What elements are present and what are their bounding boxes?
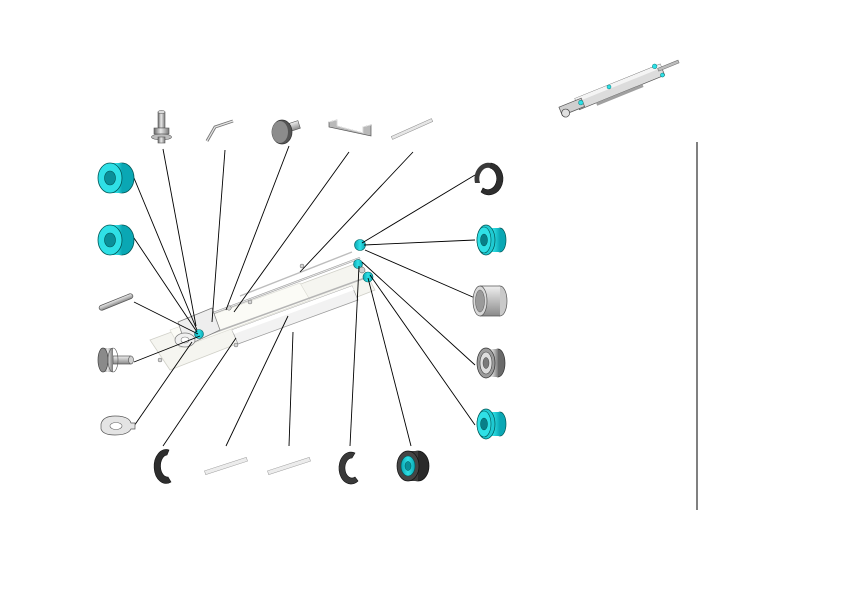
part-shoulder-bolt[interactable]: [97, 347, 134, 373]
part-e-clip[interactable]: [338, 451, 359, 485]
part-hex-flange-bolt[interactable]: [151, 110, 172, 144]
part-flanged-bushing-2[interactable]: [476, 408, 507, 440]
part-sleeve-bushing[interactable]: [472, 285, 508, 317]
part-u-bracket[interactable]: [328, 119, 372, 137]
part-rod-2[interactable]: [267, 456, 311, 476]
part-c-clip[interactable]: [153, 449, 172, 484]
part-spacer-bushing[interactable]: [476, 347, 506, 379]
part-round-head-pin[interactable]: [271, 119, 301, 145]
part-roller-bearing-2[interactable]: [97, 224, 135, 256]
part-flanged-bushing-1[interactable]: [476, 224, 507, 256]
part-rod-1[interactable]: [204, 456, 248, 476]
part-tab-washer[interactable]: [100, 415, 136, 436]
assembly-thumbnail: [552, 38, 682, 134]
part-snap-ring[interactable]: [474, 162, 504, 196]
part-dowel-pin[interactable]: [98, 293, 134, 311]
part-thin-rod[interactable]: [390, 118, 434, 140]
part-bent-pin[interactable]: [205, 119, 234, 142]
main-assembly: [149, 239, 376, 371]
leader-lines: [133, 145, 476, 447]
part-roller-bearing-1[interactable]: [97, 162, 135, 194]
part-flanged-bearing-bottom[interactable]: [396, 450, 430, 482]
